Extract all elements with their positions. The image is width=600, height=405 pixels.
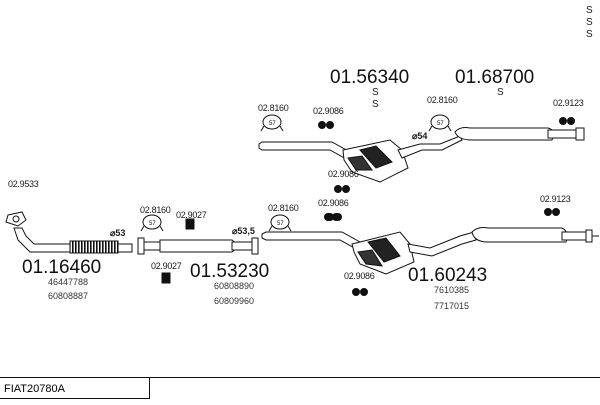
mid-clamp-label: 02.8160	[140, 205, 171, 215]
front-part-number: 01.16460	[22, 257, 102, 278]
upper-hanger-tail	[559, 117, 575, 125]
front-downpipe	[13, 227, 71, 253]
upper-mark-a2: S	[372, 99, 379, 110]
kit-code: FIAT20780A	[4, 383, 65, 395]
svg-text:57: 57	[269, 121, 276, 127]
upper-mark-b: S	[497, 87, 504, 98]
lower-hanger-rear-bottom	[352, 288, 368, 296]
upper-hanger-below-1-label: 02.9086	[328, 169, 359, 179]
upper-rear-silencer	[454, 127, 554, 141]
lower-clamp-mid: 57	[140, 214, 164, 232]
upper-inlet-pipe	[258, 141, 351, 161]
mid-part-number: 01.53230	[190, 261, 270, 282]
rear-connect-pipe	[407, 231, 477, 257]
rear-clamp-label: 02.8160	[268, 203, 299, 213]
corner-mark-3: S	[586, 29, 593, 40]
mid-oe-2: 60809960	[214, 296, 255, 306]
upper-clamp-left: 57	[260, 114, 284, 132]
upper-mark-a1: S	[372, 87, 379, 98]
flex-section	[69, 240, 119, 254]
front-oe-1: 46447788	[48, 277, 89, 287]
lower-clamp-rear: 57	[268, 214, 292, 232]
lower-hanger-tail	[544, 208, 560, 216]
rear-hanger-bottom-label: 02.9086	[344, 271, 375, 281]
svg-text:57: 57	[277, 221, 284, 227]
svg-text:57: 57	[437, 121, 444, 127]
mid-hanger-bottom-label: 02.9027	[151, 261, 182, 271]
lower-system: 57 57	[5, 208, 599, 296]
upper-hanger-below-1	[334, 185, 350, 193]
upper-part-number-b: 01.68700	[455, 67, 535, 88]
upper-hanger-tail-label: 02.9123	[553, 98, 584, 108]
upper-system: 57 57	[258, 114, 585, 221]
upper-hanger-left	[318, 121, 334, 129]
corner-mark-1: S	[586, 5, 593, 16]
rear-hanger-tail-label: 02.9123	[540, 194, 571, 204]
rear-oe-1: 7610385	[434, 285, 470, 295]
corner-mark-2: S	[586, 17, 593, 28]
upper-hanger-left-label: 02.9086	[313, 106, 344, 116]
mid-oe-1: 60808890	[214, 281, 255, 291]
lower-hanger-mid-top	[185, 218, 195, 230]
upper-clamp-right-label: 02.8160	[427, 95, 458, 105]
rear-pipe-in	[261, 231, 361, 251]
mid-silencer	[159, 239, 237, 253]
svg-text:57: 57	[149, 221, 156, 227]
lower-hanger-mid-bottom	[161, 272, 171, 284]
front-oe-2: 60808887	[48, 291, 89, 301]
upper-connect-pipe	[397, 135, 463, 159]
front-gasket-label: 02.9533	[8, 179, 39, 189]
kit-code-box: FIAT20780A	[0, 377, 150, 399]
rear-part-number: 01.60243	[408, 265, 488, 286]
rear-silencer	[471, 227, 568, 243]
upper-part-number-a: 01.56340	[330, 67, 410, 88]
footer-line	[150, 377, 600, 378]
lower-hanger-rear-top	[326, 213, 342, 221]
front-diameter: ⌀53	[110, 228, 126, 238]
rear-oe-2: 7717015	[434, 301, 470, 311]
mid-hanger-top-label: 02.9027	[176, 210, 207, 220]
mid-diameter: ⌀53,5	[232, 226, 255, 236]
upper-clamp-left-label: 02.8160	[258, 103, 289, 113]
upper-hanger-below-2-label: 02.9086	[318, 198, 349, 208]
upper-diameter: ⌀54	[412, 131, 428, 141]
upper-clamp-right: 57	[428, 114, 452, 132]
